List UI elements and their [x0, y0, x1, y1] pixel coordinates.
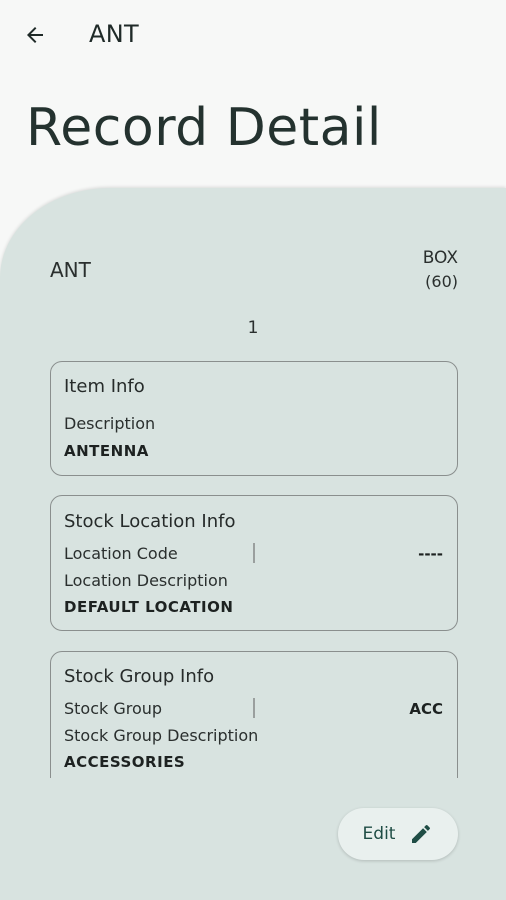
description-label: Description [64, 414, 156, 433]
card-title: Stock Group Info [64, 666, 215, 687]
record-code: ANT [50, 258, 91, 282]
detail-sheet: ANT BOX (60) 1 Item Info Description ANT… [0, 188, 506, 900]
record-unit: BOX (60) [423, 246, 458, 294]
app-bar-title: ANT [89, 20, 139, 48]
record-count: 1 [247, 318, 259, 338]
scroll-clip: Stock Group Info Stock Group ACC Stock G… [0, 643, 506, 778]
location-code-label: Location Code [64, 544, 178, 563]
stock-group-description-value: ACCESSORIES [64, 753, 186, 771]
edit-button-label: Edit [362, 824, 396, 844]
card-title: Item Info [64, 376, 145, 397]
description-value: ANTENNA [64, 442, 149, 460]
location-description-value: DEFAULT LOCATION [64, 598, 234, 616]
unit-quantity: (60) [425, 272, 458, 291]
stock-location-info-card: Stock Location Info Location Code ---- L… [50, 495, 458, 631]
stock-group-value: ACC [409, 700, 443, 718]
edit-button[interactable]: Edit [338, 808, 458, 860]
arrow-left-icon [27, 27, 43, 43]
stock-group-description-label: Stock Group Description [64, 726, 259, 745]
app-bar: ANT [0, 0, 506, 72]
stock-group-label: Stock Group [64, 699, 163, 718]
stock-group-info-card: Stock Group Info Stock Group ACC Stock G… [50, 651, 458, 778]
back-button[interactable] [20, 20, 50, 50]
location-description-label: Location Description [64, 571, 228, 590]
location-code-value: ---- [418, 545, 443, 563]
page-title: Record Detail [26, 98, 382, 158]
field-divider [253, 698, 255, 718]
unit-name: BOX [422, 248, 458, 268]
field-divider [253, 543, 255, 563]
card-title: Stock Location Info [64, 511, 236, 532]
pencil-icon [412, 824, 431, 843]
item-info-card: Item Info Description ANTENNA [50, 361, 458, 476]
